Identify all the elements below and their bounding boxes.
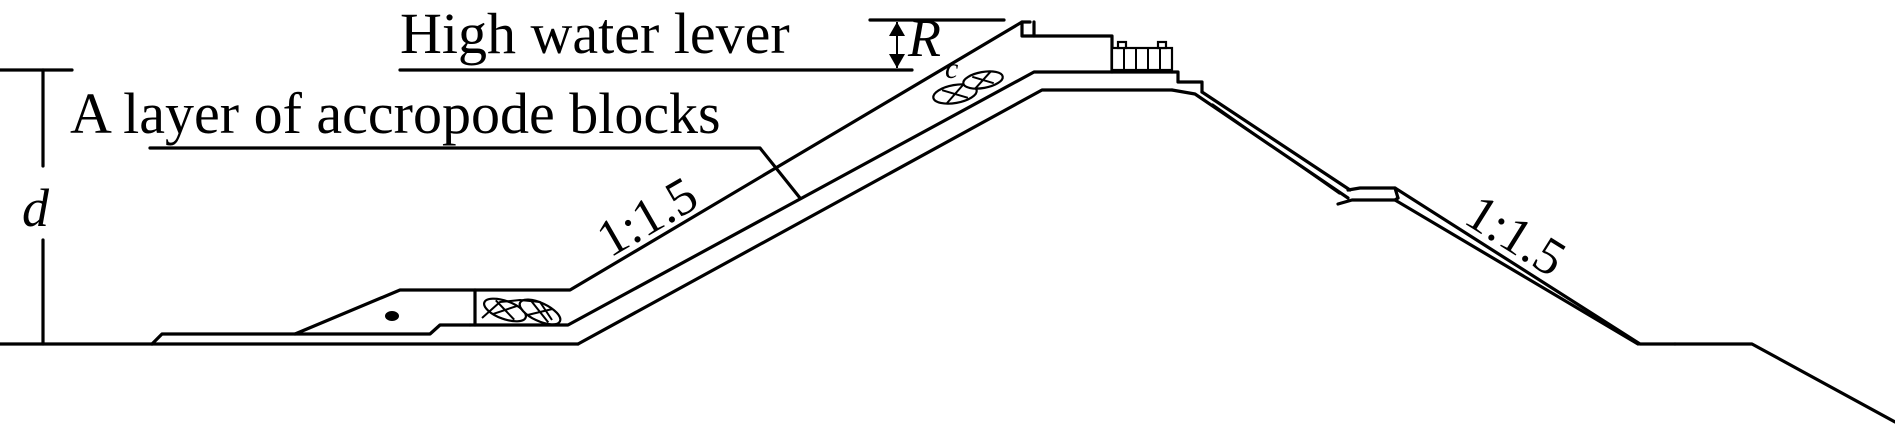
accropode-block-icon	[962, 70, 1004, 90]
crest-road	[1032, 34, 1114, 74]
landward-revetment-upper	[1200, 90, 1352, 192]
accropode-block-icon	[932, 83, 978, 105]
crest-structure	[1020, 20, 1204, 94]
crest-rear-step	[1170, 70, 1204, 94]
crest-accropode-group	[932, 70, 1004, 105]
toe-filter	[150, 323, 472, 346]
freeboard-arrow	[889, 22, 905, 68]
seaward-toe	[150, 288, 580, 346]
landward-toe-platform	[1346, 186, 1400, 200]
toe-stone	[385, 311, 399, 321]
slope-ratio-seaward: 1:1.5	[588, 166, 708, 268]
armor-outer-surface	[473, 20, 1032, 292]
armor-layer-label: A layer of accropode blocks	[70, 81, 721, 146]
toe-accropode-group	[481, 297, 562, 326]
landward-ground	[1673, 342, 1895, 424]
freeboard-label: R	[907, 8, 941, 68]
crest-parapet	[1020, 20, 1036, 38]
depth-dimension	[0, 68, 74, 346]
landward-toe-block	[1336, 196, 1400, 206]
landward-slope	[1170, 88, 1895, 424]
landward-core-surface	[1393, 186, 1677, 346]
crest-wall-icon	[1110, 40, 1174, 72]
toe-block-outline	[481, 299, 553, 321]
toe-berm	[293, 288, 477, 336]
freeboard-subscript: c	[945, 52, 958, 85]
high-water-label: High water lever	[400, 1, 790, 66]
depth-label: d	[22, 178, 50, 238]
armor-layer-leader	[148, 146, 802, 200]
landward-inner-line	[1393, 198, 1640, 346]
core-surface	[576, 88, 1174, 346]
